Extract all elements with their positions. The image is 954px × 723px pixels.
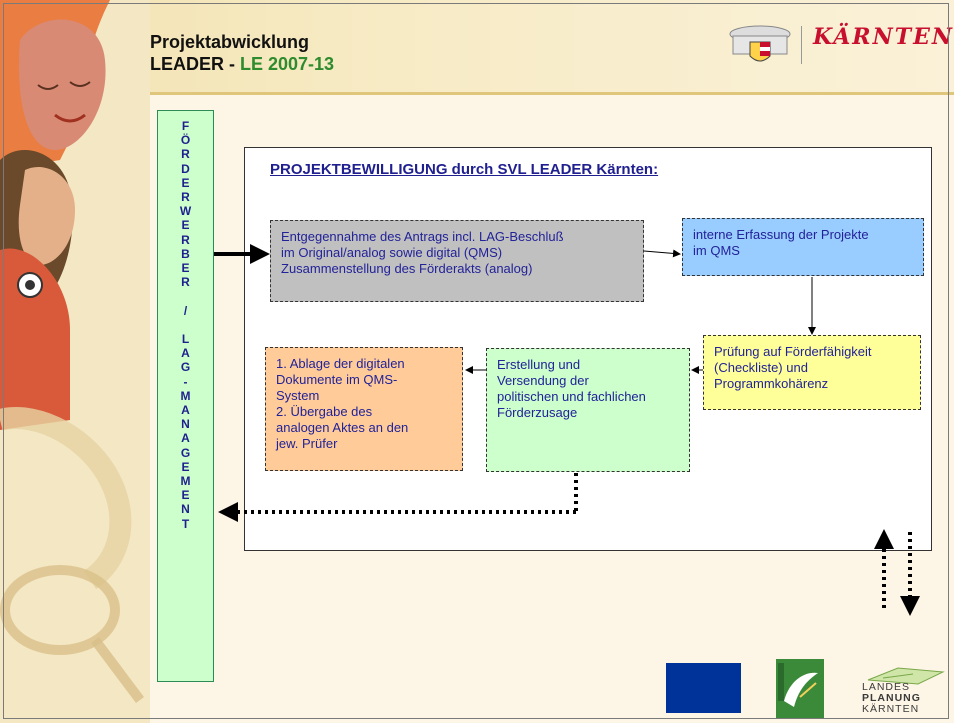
sidebar-letter: R	[181, 232, 190, 247]
sidebar-letter: N	[181, 417, 190, 432]
kaernten-logo-text: KÄRNTEN	[813, 24, 954, 50]
coat-of-arms-icon	[729, 25, 791, 62]
sidebar-letter: L	[181, 332, 190, 347]
sidebar-letter: E	[181, 175, 190, 190]
header-divider	[125, 92, 954, 95]
box-text-line: System	[276, 388, 320, 403]
landesplanung-logo-icon	[867, 667, 945, 685]
title-line-1: Projektabwicklung	[150, 32, 310, 52]
box-text-line: analogen Aktes an den	[276, 420, 409, 435]
sidebar-letter: D	[181, 161, 190, 176]
leader-logo-icon	[776, 659, 824, 719]
sidebar-letter: M	[180, 474, 191, 489]
sidebar-letter	[158, 318, 213, 332]
box-text-line: (Checkliste) und	[714, 360, 808, 375]
sidebar-letter: E	[181, 459, 190, 474]
sidebar-letter: M	[180, 388, 191, 403]
box-text-line: Prüfung auf Förderfähigkeit	[714, 344, 872, 359]
frame-title: PROJEKTBEWILLIGUNG durch SVL LEADER Kärn…	[258, 156, 858, 180]
box-text-line: Dokumente im QMS-	[276, 372, 398, 387]
sidebar-letter: B	[181, 246, 190, 261]
title-line-2-accent: LE 2007-13	[240, 54, 335, 74]
box-text-line: im Original/analog sowie digital (QMS)	[281, 245, 503, 260]
page-title: Projektabwicklung LEADER - LE 2007-13	[150, 31, 334, 75]
decorative-illustration	[0, 0, 150, 723]
box-text-line: jew. Prüfer	[276, 436, 338, 451]
sidebar-letter: -	[183, 374, 188, 389]
sidebar-letter: E	[181, 218, 190, 233]
sidebar-letter: A	[181, 346, 190, 361]
box-text-line: Erstellung und	[497, 357, 581, 372]
header-band	[0, 0, 954, 92]
box-pruefung-foerderfaehigkeit: Prüfung auf Förderfähigkeit(Checkliste) …	[703, 335, 921, 410]
landesplanung-line-1: LANDES	[862, 681, 911, 693]
sidebar-letter: Ö	[180, 133, 191, 148]
box-text-line: Versendung der	[497, 373, 589, 388]
box-text-line: 2. Übergabe des	[276, 404, 373, 419]
box-entgegennahme-antrag: Entgegennahme des Antrags incl. LAG-Besc…	[270, 220, 644, 302]
sidebar-letter: A	[181, 431, 190, 446]
sidebar-letter: E	[181, 488, 190, 503]
landesplanung-text: LANDES PLANUNG KÄRNTEN	[862, 682, 921, 715]
sidebar-letter: T	[181, 516, 190, 531]
eu-flag-icon	[666, 663, 741, 713]
sidebar-letter: /	[183, 303, 188, 318]
title-line-2-prefix: LEADER -	[150, 54, 240, 74]
kaernten-logo: KÄRNTEN	[725, 20, 952, 72]
box-text-line: Zusammenstellung des Förderakts (analog)	[281, 261, 533, 276]
box-text-line: im QMS	[693, 243, 740, 258]
box-text-line: politischen und fachlichen	[497, 389, 646, 404]
sidebar-letter: G	[180, 360, 191, 375]
box-text-line: Entgegennahme des Antrags incl. LAG-Besc…	[281, 229, 564, 244]
landesplanung-line-2: PLANUNG	[862, 692, 921, 704]
sidebar-letter: F	[181, 119, 190, 133]
box-text-line: interne Erfassung der Projekte	[693, 227, 869, 242]
sidebar-letter: N	[181, 502, 190, 517]
box-text-line: 1. Ablage der digitalen	[276, 356, 405, 371]
sidebar-letter: R	[181, 147, 190, 162]
landesplanung-line-3: KÄRNTEN	[862, 703, 920, 715]
sidebar-letter: W	[179, 204, 192, 219]
sidebar-letter	[158, 289, 213, 303]
sidebar-letter: G	[180, 445, 191, 460]
box-text-line: Förderzusage	[497, 405, 578, 420]
sidebar-letter: R	[181, 275, 190, 290]
box-text-line: Programmkohärenz	[714, 376, 829, 391]
sidebar-letter: A	[181, 403, 190, 418]
sidebar-letter: E	[181, 261, 190, 276]
sidebar-letter: R	[181, 190, 190, 205]
